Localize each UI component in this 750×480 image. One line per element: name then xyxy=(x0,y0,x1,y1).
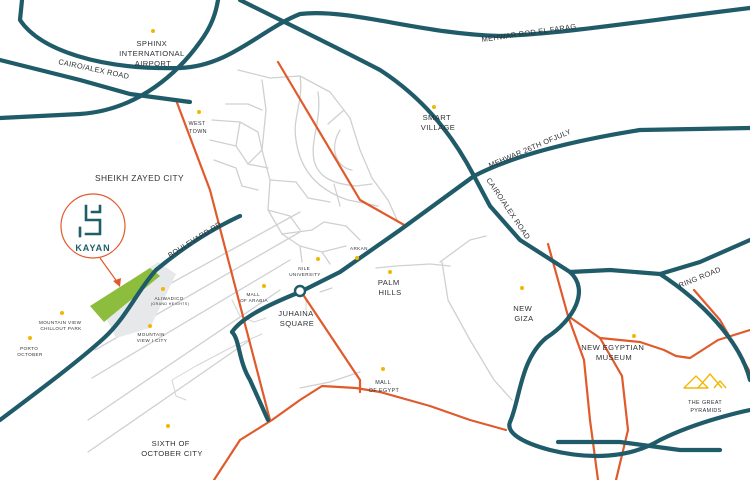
poi-nile-university-dot xyxy=(316,257,320,261)
kayan-marker-arrowhead xyxy=(113,278,121,287)
poi-markers xyxy=(28,29,636,428)
road-label-mehwar-26th-july: MEHWAR 26TH OFJULY xyxy=(487,127,572,170)
label-sheikh-zayed-city: SHEIKH ZAYED CITY xyxy=(95,173,184,183)
kayan-marker-circle xyxy=(60,193,126,259)
label-sixth-of-october: SIXTH OF OCTOBER CITY xyxy=(141,439,203,458)
label-great-pyramids: THE GREAT PYRAMIDS xyxy=(688,400,724,414)
poi-mountain-view-city-dot xyxy=(148,324,152,328)
kayan-marker-pointer xyxy=(99,257,119,284)
poi-new-egyptian-museum-dot xyxy=(632,334,636,338)
poi-sixth-october-dot xyxy=(166,424,170,428)
label-nile-university: NILE UNIVERSITY xyxy=(289,266,321,277)
kayan-logo-icon xyxy=(78,204,102,238)
label-chillout-park: MOUNTAIN VIEW CHILLOUT PARK xyxy=(39,320,83,331)
poi-smart-village-dot xyxy=(432,105,436,109)
poi-aliwadico-dot xyxy=(161,287,165,291)
label-smart-village: SMART VILLAGE xyxy=(421,113,455,132)
poi-mall-of-arabia-dot xyxy=(262,284,266,288)
road-label-boulevard-rd: BOULEVARD RD xyxy=(166,220,223,260)
poi-chillout-park-dot xyxy=(60,311,64,315)
poi-porto-october-dot xyxy=(28,336,32,340)
label-west-town: WEST TOWN xyxy=(189,121,208,135)
label-juhaina-square: JUHAINA SQUARE xyxy=(278,309,315,328)
pyramids-icon xyxy=(683,373,727,389)
highways xyxy=(0,0,750,459)
label-porto-october: PORTO OCTOBER xyxy=(17,346,43,357)
label-palm-hills: PALM HILLS xyxy=(378,278,402,297)
poi-palm-hills-dot xyxy=(388,270,392,274)
kayan-marker[interactable]: KAYAN xyxy=(60,193,126,287)
kayan-brand-name: KAYAN xyxy=(75,243,110,253)
label-arkan: ARKAN xyxy=(350,246,368,251)
poi-sphinx-dot xyxy=(151,29,155,33)
label-new-giza: NEW GIZA xyxy=(513,304,534,323)
poi-new-giza-dot xyxy=(520,286,524,290)
label-mountain-view-city: MOUNTAIN VIEW I CITY xyxy=(137,332,167,343)
project-zone xyxy=(90,262,176,338)
label-sphinx-airport: SPHINX INTERNATIONAL AIRPORT xyxy=(119,39,187,68)
label-mall-of-egypt: MALL OF EGYPT xyxy=(369,380,400,394)
label-new-egyptian-museum: NEW EGYPTIAN MUSEUM xyxy=(581,343,647,362)
kayan-project-plot[interactable] xyxy=(90,268,160,322)
poi-arkan-dot xyxy=(355,256,359,260)
poi-west-town-dot xyxy=(197,110,201,114)
label-aliwadico: ALIWADICO (GRAND HEIGHTS) xyxy=(151,296,189,306)
label-mall-of-arabia: MALL OF ARABIA xyxy=(240,292,268,303)
juhaina-roundabout xyxy=(293,284,307,298)
poi-mall-of-egypt-dot xyxy=(381,367,385,371)
